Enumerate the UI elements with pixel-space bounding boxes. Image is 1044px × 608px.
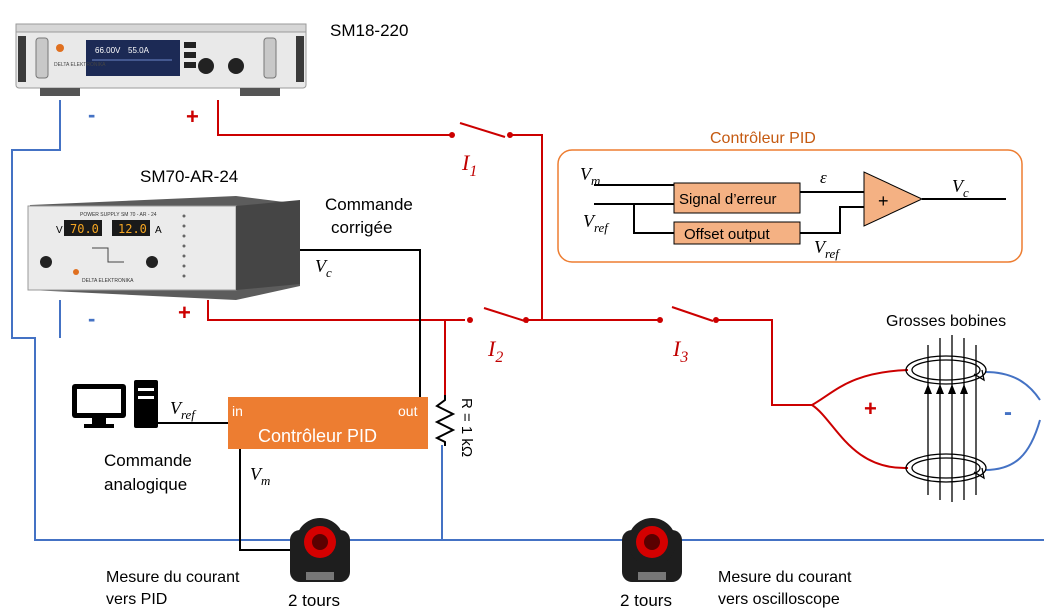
signal-erreur-block: Signal d’erreur: [679, 191, 777, 208]
resistor-symbol: [434, 395, 456, 446]
sm18-display-current: 55.0A: [128, 46, 150, 55]
sm18-plus-terminal: +: [186, 104, 199, 129]
current-sensor-pid: [290, 518, 350, 582]
sm70-display-current: 12.0: [118, 222, 147, 236]
switch-i2-label: I2: [487, 336, 503, 366]
sm70-plus-terminal: +: [178, 300, 191, 325]
sm18-model-label: SM18-220: [330, 21, 408, 40]
pid-in-port: in: [232, 403, 243, 419]
sm70-unit-v: V: [56, 225, 63, 236]
pid-detail-box: [557, 149, 1023, 263]
pid-out-port: out: [398, 403, 418, 419]
helmholtz-coils: [905, 335, 987, 502]
negative-wiring: [11, 100, 1044, 541]
grosses-bobines-label: Grosses bobines: [886, 313, 1006, 330]
pid-detail-vc-label: Vc: [952, 176, 969, 200]
switch-nodes: [449, 132, 719, 323]
pid-detail-vm-label: Vm: [580, 164, 600, 188]
coil-plus-terminal: +: [864, 396, 877, 421]
power-supply-sm18: 66.00V 55.0A DELTA ELEKTRONIKA: [15, 23, 307, 96]
pid-detail-title: Contrôleur PID: [710, 130, 816, 147]
current-sensor-oscilloscope: [622, 518, 682, 582]
sm70-brand: DELTA ELEKTRONIKA: [82, 278, 134, 284]
pid-controller-title: Contrôleur PID: [258, 426, 377, 446]
sm70-minus-terminal: -: [88, 306, 95, 331]
vm-feedback-label: Vm: [250, 464, 270, 488]
positive-wiring: [207, 100, 909, 470]
sm70-display-voltage: 70.0: [70, 222, 99, 236]
pid-detail-vref-out-label: Vref: [814, 237, 841, 261]
vref-input-label: Vref: [170, 398, 197, 422]
power-supply-sm70: POWER SUPPLY SM 70 - AR - 24 70.0 12.0 V…: [27, 196, 300, 300]
commande-analogique-line1: Commande: [104, 451, 192, 470]
mesure-osc-line2: vers oscilloscope: [718, 591, 840, 608]
tours-label-1: 2 tours: [288, 591, 340, 608]
commande-corrigee-line1: Commande: [325, 195, 413, 214]
commande-analogique-line2: analogique: [104, 475, 187, 494]
vc-signal-label: Vc: [315, 256, 332, 280]
pid-controller-block: [228, 397, 428, 449]
sm70-header: POWER SUPPLY SM 70 - AR - 24: [80, 212, 157, 218]
sm70-model-label: SM70-AR-24: [140, 167, 238, 186]
computer-icon: [72, 380, 158, 428]
sm18-brand: DELTA ELEKTRONIKA: [54, 62, 106, 68]
mesure-pid-line2: vers PID: [106, 591, 167, 608]
commande-corrigee-line2: corrigée: [331, 218, 392, 237]
sm18-display-voltage: 66.00V: [95, 46, 121, 55]
coil-minus-terminal: -: [1004, 399, 1012, 426]
tours-label-2: 2 tours: [620, 591, 672, 608]
field-arrows: [924, 384, 968, 394]
switch-i3-label: I3: [672, 336, 688, 366]
mesure-pid-line1: Mesure du courant: [106, 569, 240, 586]
pid-detail-vref-label: Vref: [583, 211, 610, 235]
offset-output-block: Offset output: [684, 226, 770, 243]
sm18-minus-terminal: -: [88, 102, 95, 127]
mesure-osc-line1: Mesure du courant: [718, 569, 852, 586]
sum-symbol: +: [878, 191, 889, 211]
epsilon-label: ε: [820, 168, 827, 187]
resistor-label: R = 1 kΩ: [458, 398, 475, 457]
sm70-unit-a: A: [155, 225, 162, 236]
switch-i1-label: I1: [461, 150, 477, 180]
